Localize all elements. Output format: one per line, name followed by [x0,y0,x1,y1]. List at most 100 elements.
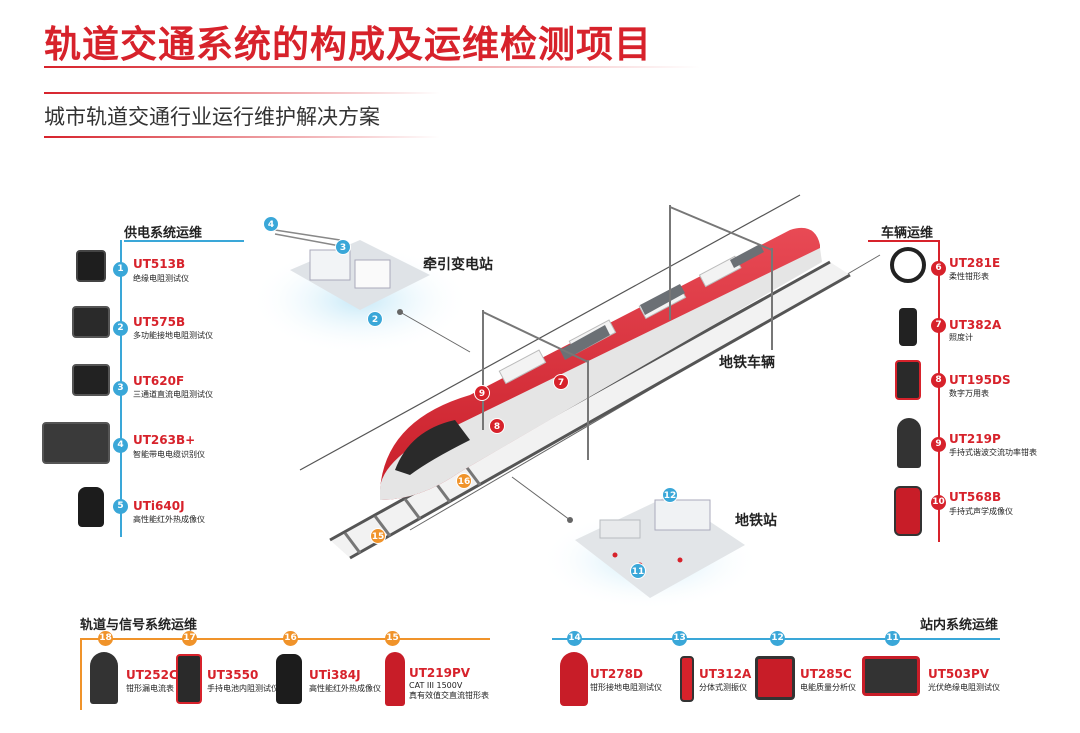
device-description: 数字万用表 [949,389,989,398]
device-description: 电能质量分析仪 [800,683,856,692]
thermal-imager-icon [276,654,302,704]
vehicle-rule [868,240,940,242]
device-model: UT382A [949,318,1002,332]
device-model: UT568B [949,490,1002,504]
track-signal-vline-left [80,638,82,710]
pv-clamp-icon [385,652,405,706]
scene-badge: 15 [370,528,386,544]
scene-badge: 16 [456,473,472,489]
insulation-tester-icon [76,250,106,282]
thermal-imager-icon [78,487,104,527]
item-number-badge: 4 [113,438,128,453]
station-system-title: 站内系统运维 [920,618,999,633]
item-number-badge: 17 [182,631,197,646]
device-model: UT285C [800,667,852,681]
item-number-badge: 8 [931,373,946,388]
device-description: 高性能红外热成像仪 [309,684,381,693]
device-model: UT278D [590,667,643,681]
dc-resistance-case-icon [72,364,110,396]
subtitle-top-rule [44,92,440,94]
flex-clamp-icon [890,247,926,283]
title-divider [44,66,700,68]
item-number-badge: 12 [770,631,785,646]
subway-train [380,227,822,500]
device-description: 手持式谐波交流功率钳表 [949,448,1037,457]
page-title: 轨道交通系统的构成及运维检测项目 [44,23,652,66]
item-number-badge: 11 [885,631,900,646]
device-model: UT620F [133,374,185,388]
battery-tester-icon [176,654,202,704]
device-description: 柔性钳形表 [949,272,989,281]
item-number-badge: 18 [98,631,113,646]
track-signal-title: 轨道与信号系统运维 [80,618,198,633]
device-model: UT252C [126,668,178,682]
vehicle-label: 地铁车辆 [719,355,775,371]
device-model: UT503PV [928,667,990,681]
device-description: 智能带电电缆识别仪 [133,450,205,459]
device-description: 高性能红外热成像仪 [133,515,205,524]
scene-badge: 2 [367,311,383,327]
device-model: UTi384J [309,668,361,682]
device-description: 照度计 [949,333,973,342]
acoustic-imager-icon [894,486,922,536]
power-clamp-icon [897,418,921,468]
scene-badge: 7 [553,374,569,390]
item-number-badge: 2 [113,321,128,336]
item-number-badge: 5 [113,499,128,514]
cable-identifier-icon [42,422,110,464]
substation-label: 牵引变电站 [423,257,493,273]
item-number-badge: 15 [385,631,400,646]
scene-badge: 9 [474,385,490,401]
device-description: 分体式测振仪 [699,683,747,692]
vibration-meter-icon [680,656,694,702]
device-description: 钳形接地电阻测试仪 [590,683,662,692]
pv-insulation-tester-icon [862,656,920,696]
device-description: 三通道直流电阻测试仪 [133,390,213,399]
device-model: UT3550 [207,668,259,682]
scene-badge: 11 [630,563,646,579]
device-model: UT312A [699,667,752,681]
device-description: 钳形漏电流表 [126,684,174,693]
item-number-badge: 6 [931,261,946,276]
item-number-badge: 1 [113,262,128,277]
vehicle-vline [938,240,940,542]
device-description: 手持电池内阻测试仪 [207,684,279,693]
device-description: 多功能接地电阻测试仪 [133,331,213,340]
power-supply-title: 供电系统运维 [124,226,203,241]
item-number-badge: 13 [672,631,687,646]
subtitle-bottom-rule [44,136,440,138]
device-model: UTi640J [133,499,185,513]
device-description: CAT III 1500V [409,681,463,690]
leakage-clamp-icon [90,652,118,704]
item-number-badge: 10 [931,495,946,510]
item-number-badge: 9 [931,437,946,452]
scene-badge: 8 [489,418,505,434]
overhead-wire-1 [299,194,801,471]
vehicle-title: 车辆运维 [881,226,934,241]
device-model: UT219PV [409,666,471,680]
item-number-badge: 16 [283,631,298,646]
device-description: 绝缘电阻测试仪 [133,274,189,283]
page-subtitle: 城市轨道交通行业运行维护解决方案 [44,105,380,129]
catenary-gantries [482,205,773,460]
device-model: UT281E [949,256,1001,270]
device-description: 光伏绝缘电阻测试仪 [928,683,1000,692]
earth-tester-case-icon [72,306,110,338]
power-supply-rule [124,240,244,242]
scene-badge: 3 [335,239,351,255]
device-model: UT575B [133,315,186,329]
device-model: UT513B [133,257,186,271]
traction-substation [250,229,470,355]
device-model: UT263B+ [133,433,196,447]
device-description-line2: 真有效值交直流钳形表 [409,691,489,700]
item-number-badge: 14 [567,631,582,646]
item-number-badge: 3 [113,381,128,396]
substation-pointer [399,311,471,353]
lux-meter-icon [899,308,917,346]
device-model: UT195DS [949,373,1011,387]
power-analyzer-icon [755,656,795,700]
station-label: 地铁站 [735,513,777,529]
device-model: UT219P [949,432,1001,446]
item-number-badge: 7 [931,318,946,333]
multimeter-icon [895,360,921,400]
